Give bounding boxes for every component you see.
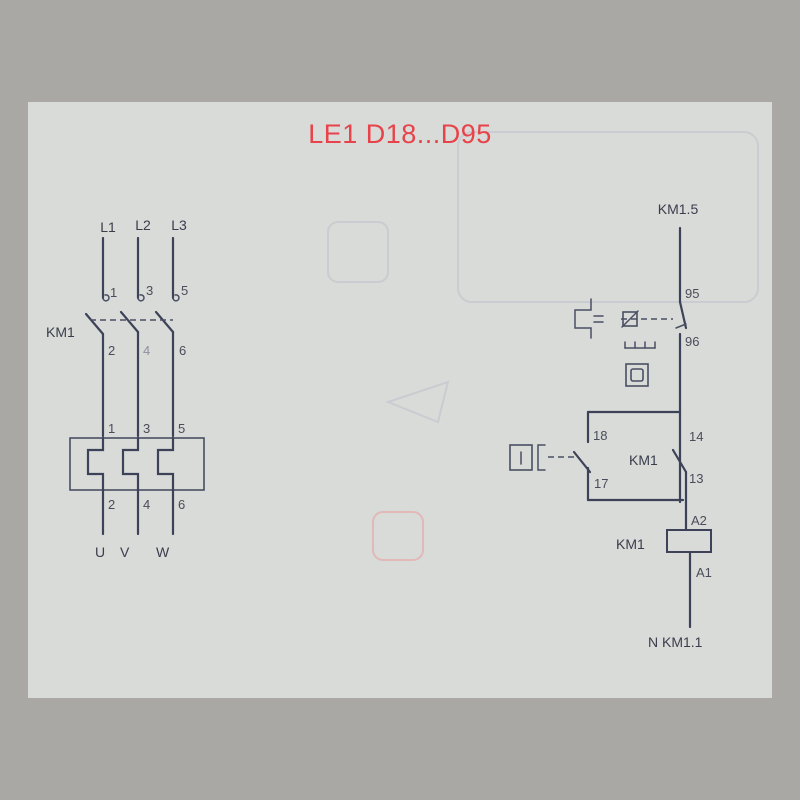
diagram-title: LE1 D18...D95: [308, 119, 492, 149]
contactor-coil: [666, 529, 712, 553]
load-label-v: V: [120, 544, 130, 560]
relay-output-6: 6: [178, 497, 185, 512]
supply-label-l3: L3: [171, 217, 187, 233]
diagram-sheet: LE1 D18...D95 L1 L2 L3 1 3 5 KM1 2 4 6 1…: [28, 102, 772, 698]
control-bottom-label: N KM1.1: [648, 634, 703, 650]
coil-label-km1: KM1: [616, 536, 645, 552]
coil-label-a2: A2: [691, 513, 707, 528]
terminal-hook-3: [137, 294, 145, 302]
terminal-label-5: 5: [181, 283, 188, 298]
terminal-hook-5: [172, 294, 180, 302]
thermal-trip-icon: [574, 298, 673, 339]
start-contact: [572, 450, 592, 474]
relay-output-2: 2: [108, 497, 115, 512]
start-contact-label-18: 18: [593, 428, 607, 443]
main-contact-3: [154, 310, 175, 334]
relay-output-4: 4: [143, 497, 150, 512]
background-ghost-artwork: [327, 131, 759, 561]
thermal-element-1: [86, 436, 105, 492]
contactor-output-4: 4: [143, 343, 150, 358]
thermal-element-3: [156, 436, 175, 492]
control-top-label: KM1.5: [658, 201, 699, 217]
contactor-output-2: 2: [108, 343, 115, 358]
relay-input-5: 5: [178, 421, 185, 436]
reset-button-icon: [624, 341, 656, 387]
terminal-label-3: 3: [146, 283, 153, 298]
hold-contact: [671, 448, 688, 474]
overload-label-96: 96: [685, 334, 699, 349]
load-label-w: W: [156, 544, 170, 560]
hold-contact-label-km1: KM1: [629, 452, 658, 468]
relay-input-3: 3: [143, 421, 150, 436]
relay-input-1: 1: [108, 421, 115, 436]
hold-contact-label-14: 14: [689, 429, 703, 444]
main-contact-2: [119, 310, 140, 334]
main-contact-1: [84, 312, 105, 336]
wiring-diagram: LE1 D18...D95 L1 L2 L3 1 3 5 KM1 2 4 6 1…: [46, 119, 759, 650]
push-button-icon: [509, 444, 578, 471]
terminal-hook-1: [102, 294, 110, 302]
overload-nc-bar: [675, 323, 687, 329]
hold-contact-label-13: 13: [689, 471, 703, 486]
overload-label-95: 95: [685, 286, 699, 301]
power-circuit: L1 L2 L3 1 3 5 KM1 2 4 6 1 3 5: [46, 217, 205, 560]
contactor-label-km1: KM1: [46, 324, 75, 340]
control-circuit: KM1.5 95 96 18 17: [509, 201, 712, 650]
load-label-u: U: [95, 544, 105, 560]
supply-label-l1: L1: [100, 219, 116, 235]
supply-label-l2: L2: [135, 217, 151, 233]
start-contact-label-17: 17: [594, 476, 608, 491]
contactor-output-6: 6: [179, 343, 186, 358]
terminal-label-1: 1: [110, 285, 117, 300]
coil-label-a1: A1: [696, 565, 712, 580]
thermal-element-2: [121, 436, 140, 492]
